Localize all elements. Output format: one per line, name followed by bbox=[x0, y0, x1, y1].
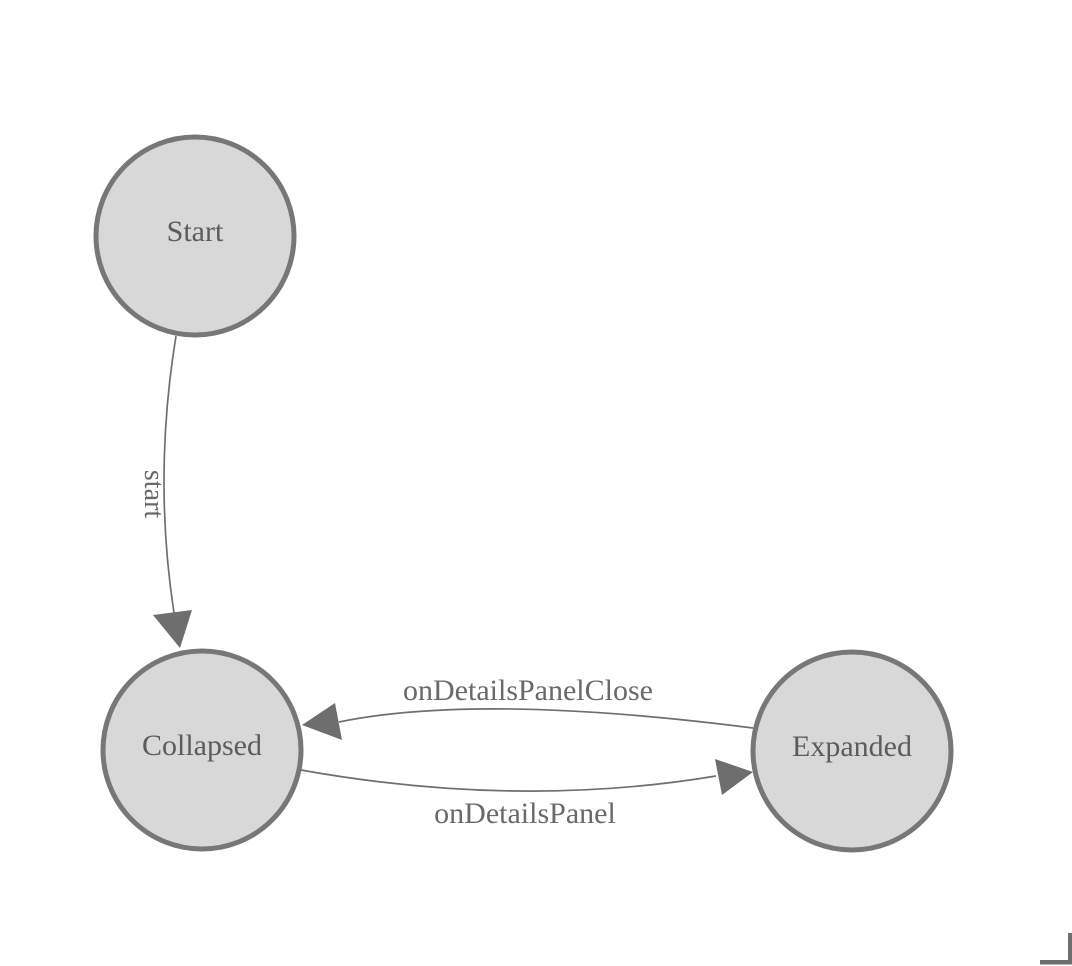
edge-expanded-to-collapsed bbox=[338, 708, 754, 729]
node-collapsed[interactable]: Collapsed bbox=[100, 648, 304, 852]
edge-label-ondetailspanel: onDetailsPanel bbox=[434, 797, 616, 830]
arrowhead-start-to-collapsed-icon bbox=[153, 610, 192, 648]
arrowhead-collapsed-to-expanded-icon bbox=[715, 759, 753, 795]
node-expanded-label: Expanded bbox=[792, 730, 912, 763]
edge-start-to-collapsed bbox=[163, 335, 177, 614]
node-expanded-circle bbox=[750, 649, 954, 853]
frame-corner-mark bbox=[1040, 933, 1072, 965]
arrowhead-expanded-to-collapsed-icon bbox=[302, 703, 342, 740]
node-start-label: Start bbox=[167, 215, 224, 248]
edge-collapsed-to-expanded bbox=[300, 769, 717, 792]
node-start[interactable]: Start bbox=[93, 134, 297, 338]
edge-label-ondetailspanelclose: onDetailsPanelClose bbox=[403, 674, 653, 707]
node-start-circle bbox=[93, 134, 297, 338]
edge-label-start: start bbox=[138, 470, 169, 518]
node-expanded[interactable]: Expanded bbox=[750, 649, 954, 853]
node-collapsed-circle bbox=[100, 648, 304, 852]
node-collapsed-label: Collapsed bbox=[142, 729, 262, 762]
